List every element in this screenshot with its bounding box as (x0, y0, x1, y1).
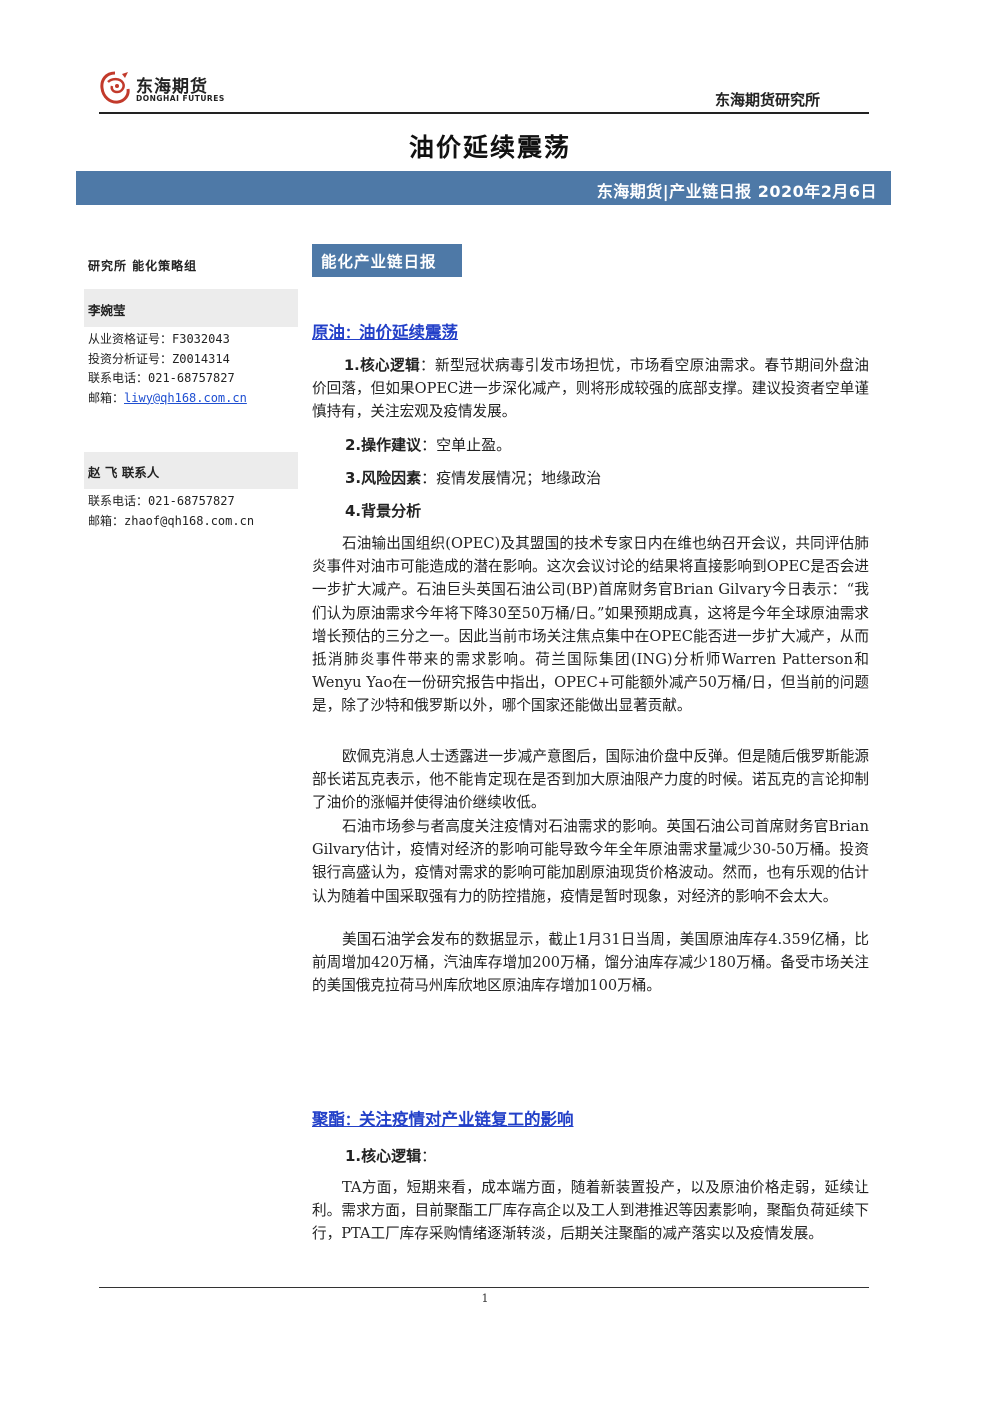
analyst1-info: 从业资格证号：F3032043 投资分析证号：Z0014314 联系电话：021… (88, 330, 247, 408)
analyst1-name: 李婉莹 (88, 303, 126, 318)
section1-title-text: 油价延续震荡 (359, 323, 458, 342)
background-para-1: 石油输出国组织(OPEC)及其盟国的技术专家日内在维也纳召开会议，共同评估肺炎事… (312, 535, 869, 715)
logo-text-cn: 东海期货 (136, 77, 208, 97)
section2-core-logic-label: 1.核心逻辑 (345, 1147, 422, 1165)
dragon-logo-icon (100, 71, 130, 104)
section1-prefix: 原油 (312, 323, 345, 342)
analyst2-phone: 联系电话：021-68757827 (88, 494, 235, 508)
section2-core-logic-colon: ： (421, 1147, 437, 1165)
background-para-2: 欧佩克消息人士透露进一步减产意图后，国际油价盘中反弹。但是随后俄罗斯能源部长诺瓦… (312, 748, 869, 812)
section-tag-text: 能化产业链日报 (321, 253, 437, 271)
section1-advice: 2.操作建议：空单止盈。 (345, 434, 511, 455)
page-title: 油价延续震荡 (408, 133, 571, 162)
section1-background: 4.背景分析 (345, 500, 421, 521)
footer-divider (99, 1287, 869, 1288)
analyst1-invest-cert: 投资分析证号：Z0014314 (88, 351, 230, 366)
analyst2-email: 邮箱：zhaof@qh168.com.cn (88, 513, 255, 528)
section1-sep: ： (345, 326, 359, 342)
email-label: 邮箱： (88, 390, 125, 405)
core-logic-text: ：新型冠状病毒引发市场担忧，市场看空原油需求。春节期间外盘油价回落，但如果OPE… (312, 357, 869, 421)
analyst2-info: 联系电话：021-68757827 邮箱：zhaof@qh168.com.cn (88, 492, 254, 531)
background-label: 4.背景分析 (345, 502, 422, 520)
advice-label: 2.操作建议 (345, 436, 422, 454)
section2-para-1: TA方面，短期来看，成本端方面，随着新装置投产，以及原油价格走弱，延续让利。需求… (312, 1179, 869, 1243)
logo-text-en: DONGHAI FUTURES (136, 94, 225, 103)
analyst2-band: 赵 飞 联系人 (84, 452, 298, 489)
page-number: 1 (481, 1292, 489, 1305)
background-para-3: 石油市场参与者高度关注疫情对石油需求的影响。英国石油公司首席财务官Brian G… (312, 818, 869, 905)
analyst1-cert: 从业资格证号：F3032043 (88, 332, 230, 346)
analyst1-phone: 联系电话：021-68757827 (88, 371, 235, 385)
advice-text: ：空单止盈。 (421, 436, 512, 454)
analyst1-email-link[interactable]: liwy@qh168.com.cn (124, 390, 247, 405)
background-para-4: 美国石油学会发布的数据显示，截止1月31日当周，美国原油库存4.359亿桶，比前… (312, 931, 869, 995)
institute-name: 东海期货研究所 (714, 91, 820, 109)
banner-text: 东海期货|产业链日报 2020年2月6日 (596, 182, 877, 201)
section2-prefix: 聚酯 (312, 1110, 345, 1129)
section2-title[interactable]: 聚酯：关注疫情对产业链复工的影响 (312, 1106, 574, 1130)
section2-core-logic: 1.核心逻辑： (345, 1145, 436, 1166)
analyst1-email-row: 邮箱：liwy@qh168.com.cn (88, 389, 247, 409)
section2-title-text: 关注疫情对产业链复工的影响 (359, 1110, 574, 1129)
risk-text: ：疫情发展情况；地缘政治 (421, 469, 602, 487)
risk-label: 3.风险因素 (345, 469, 422, 487)
analyst1-band: 李婉莹 (84, 289, 298, 327)
sidebar-heading: 研究所 能化策略组 (88, 259, 198, 273)
company-logo: 东海期货 DONGHAI FUTURES (98, 70, 226, 108)
section1-core-logic: 1.核心逻辑：新型冠状病毒引发市场担忧，市场看空原油需求。春节期间外盘油价回落，… (312, 354, 869, 424)
section-tag: 能化产业链日报 (312, 244, 462, 277)
section1-risk: 3.风险因素：疫情发展情况；地缘政治 (345, 467, 601, 488)
section2-sep: ： (345, 1113, 359, 1129)
header-divider (99, 112, 869, 114)
section1-title[interactable]: 原油：油价延续震荡 (312, 319, 458, 343)
analyst2-name: 赵 飞 联系人 (88, 465, 160, 480)
core-logic-label: 1.核心逻辑 (344, 357, 420, 374)
report-banner: 东海期货|产业链日报 2020年2月6日 (76, 171, 891, 205)
